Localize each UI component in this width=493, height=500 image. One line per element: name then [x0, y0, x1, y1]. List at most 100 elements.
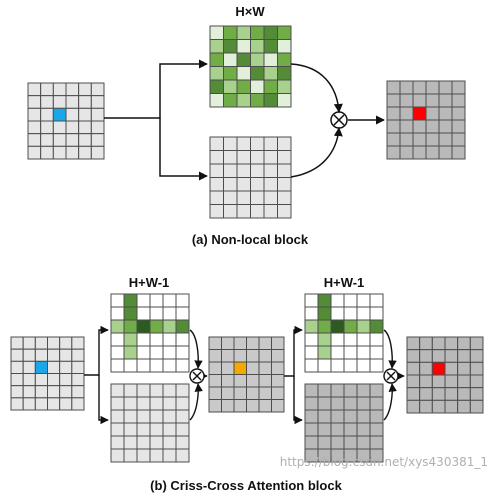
attention-cell	[209, 93, 224, 108]
attention-cell	[123, 358, 138, 373]
grid-cell	[317, 422, 332, 437]
attention-cell	[162, 293, 177, 308]
output-feature-grid-b	[406, 336, 484, 414]
grid-cell	[438, 106, 453, 121]
grid-cell	[469, 336, 484, 351]
grid-cell	[412, 80, 427, 95]
grid-cell	[78, 107, 92, 122]
grid-cell	[250, 190, 265, 205]
grid-cell	[406, 387, 421, 401]
grid-cell	[419, 399, 433, 414]
attention-cell	[317, 345, 332, 360]
grid-cell	[246, 374, 260, 388]
attention-cell	[136, 345, 151, 360]
grid-cell	[233, 399, 247, 413]
grid-cell	[123, 448, 138, 463]
attention-cell	[149, 306, 164, 321]
grid-cell	[263, 163, 278, 178]
grid-cell	[271, 336, 285, 350]
query-pixel	[34, 360, 49, 374]
grid-cell	[47, 385, 61, 399]
flow-arrows-b	[84, 325, 405, 425]
grid-cell	[78, 82, 92, 97]
attention-cell	[162, 319, 177, 334]
attention-cell	[356, 332, 371, 347]
panel-a: H×W (a) Non-local block	[27, 4, 466, 247]
grid-cell	[208, 336, 222, 350]
grid-cell	[250, 136, 265, 151]
grid-cell	[451, 145, 466, 160]
attention-cell	[277, 25, 292, 40]
grid-cell	[40, 133, 54, 147]
grid-cell	[250, 204, 265, 219]
grid-cell	[369, 383, 384, 398]
grid-cell	[47, 373, 61, 387]
grid-cell	[136, 409, 151, 424]
grid-cell	[221, 336, 235, 350]
grid-cell	[52, 120, 67, 135]
grid-cell	[457, 361, 471, 376]
grid-cell	[250, 150, 265, 165]
grid-cell	[209, 136, 224, 151]
grid-cell	[208, 374, 222, 388]
grid-cell	[78, 95, 92, 109]
grid-cell	[277, 177, 292, 192]
attention-cell	[162, 306, 177, 321]
query-pixel	[52, 107, 67, 122]
grid-cell	[90, 120, 105, 135]
grid-cell	[52, 145, 67, 160]
grid-cell	[438, 145, 453, 160]
attention-cell	[369, 319, 384, 334]
grid-cell	[221, 349, 235, 363]
attention-cell	[123, 306, 138, 321]
attention-cell	[136, 358, 151, 373]
grid-cell	[34, 336, 49, 350]
multiply-operator-b1	[189, 368, 205, 384]
grid-cell	[386, 119, 401, 134]
grid-cell	[317, 435, 332, 450]
grid-cell	[149, 435, 164, 450]
grid-cell	[110, 409, 125, 424]
grid-cell	[65, 145, 80, 160]
grid-cell	[162, 383, 177, 398]
grid-cell	[444, 336, 459, 351]
grid-cell	[406, 361, 421, 376]
attention-label-hw1-first: H+W-1	[129, 275, 170, 290]
grid-cell	[425, 119, 440, 134]
value-feature-grid-1	[110, 383, 190, 463]
grid-cell	[444, 399, 459, 414]
attention-cell	[175, 306, 190, 321]
attention-cell	[250, 25, 265, 40]
attention-cell	[263, 25, 278, 40]
output-pixel	[431, 361, 446, 376]
grid-cell	[451, 93, 466, 108]
grid-cell	[149, 396, 164, 411]
grid-cell	[149, 422, 164, 437]
grid-cell	[419, 349, 433, 363]
attention-cell	[277, 52, 292, 67]
attention-cell	[110, 358, 125, 373]
grid-cell	[162, 396, 177, 411]
grid-cell	[271, 399, 285, 413]
grid-cell	[208, 386, 222, 400]
attention-cell	[223, 66, 238, 81]
attention-cell	[123, 319, 138, 334]
grid-cell	[223, 190, 238, 205]
grid-cell	[27, 82, 42, 97]
grid-cell	[10, 360, 24, 374]
intermediate-pixel	[233, 361, 247, 375]
attention-cell	[136, 319, 151, 334]
attention-cell	[304, 293, 319, 308]
grid-cell	[209, 204, 224, 219]
attention-cell	[277, 79, 292, 94]
grid-cell	[343, 435, 358, 450]
grid-cell	[451, 106, 466, 121]
grid-cell	[304, 435, 319, 450]
grid-cell	[22, 385, 36, 399]
grid-cell	[208, 349, 222, 363]
grid-cell	[71, 336, 85, 350]
grid-cell	[236, 190, 251, 205]
grid-cell	[209, 150, 224, 165]
grid-cell	[399, 93, 414, 108]
attention-cell	[277, 66, 292, 81]
